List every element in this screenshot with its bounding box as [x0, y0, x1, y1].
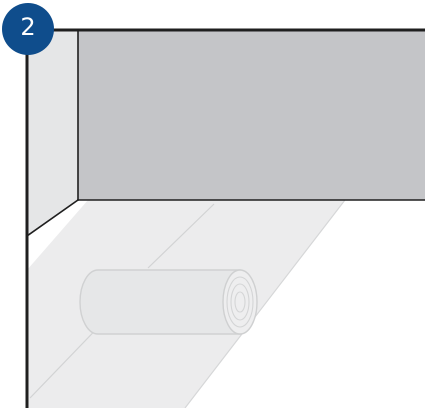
- side-wall: [27, 30, 78, 236]
- step-number: 2: [20, 13, 36, 41]
- membrane-strip-edge: [184, 199, 346, 408]
- back-wall: [78, 30, 425, 200]
- room-outline: [25, 28, 425, 408]
- step-number-badge: 2: [2, 3, 54, 55]
- membrane-overlap-line: [147, 203, 215, 269]
- membrane-roll: [79, 269, 258, 335]
